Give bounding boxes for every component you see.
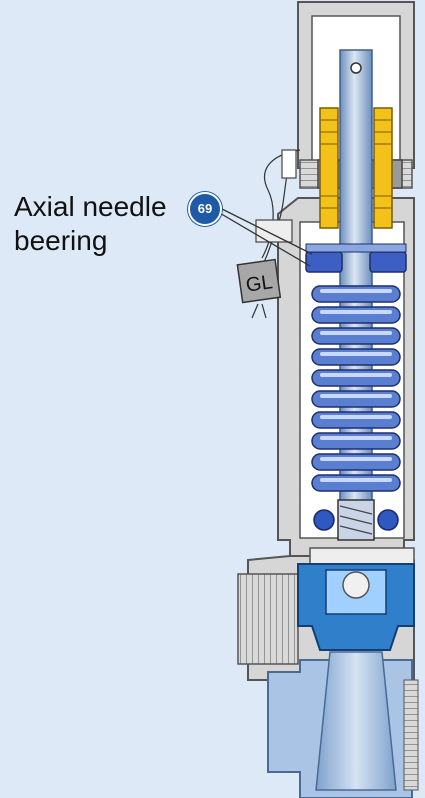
spring-coil-highlight <box>320 310 392 314</box>
spring-coil-highlight <box>320 331 392 335</box>
spring-coil <box>311 306 401 324</box>
valve-seat <box>297 563 415 651</box>
callout-leader-lines <box>217 206 313 267</box>
spring-coil <box>311 432 401 450</box>
spring-coil <box>311 474 401 492</box>
callout-label-line2: beering <box>14 225 108 256</box>
callout-label-line1: Axial needle <box>14 191 167 222</box>
gl-tag: GL <box>236 258 282 304</box>
spring-coil-highlight <box>320 394 392 398</box>
outlet-nozzle <box>267 651 419 798</box>
spring <box>311 285 401 492</box>
spring-coil <box>311 327 401 345</box>
spring-coil <box>311 348 401 366</box>
spring-coil-highlight <box>320 478 392 482</box>
seal-tag-wire <box>251 149 301 319</box>
callout-label: Axial needle beering <box>14 190 167 258</box>
spring-coil <box>311 453 401 471</box>
spring-coil <box>311 369 401 387</box>
callout-number-badge: 69 <box>188 192 222 226</box>
adjusting-screw <box>319 107 393 229</box>
spring-coil-highlight <box>320 415 392 419</box>
axial-needle-bearing <box>305 243 407 273</box>
gl-tag-text: GL <box>245 271 274 297</box>
spring-coil-highlight <box>320 457 392 461</box>
spring-coil-highlight <box>320 436 392 440</box>
spring-coil-highlight <box>320 352 392 356</box>
spring-coil-highlight <box>320 373 392 377</box>
spring-coil <box>311 411 401 429</box>
spring-coil <box>311 285 401 303</box>
spring-coil <box>311 390 401 408</box>
valve-disc-assembly <box>313 499 399 541</box>
spring-coil-highlight <box>320 289 392 293</box>
